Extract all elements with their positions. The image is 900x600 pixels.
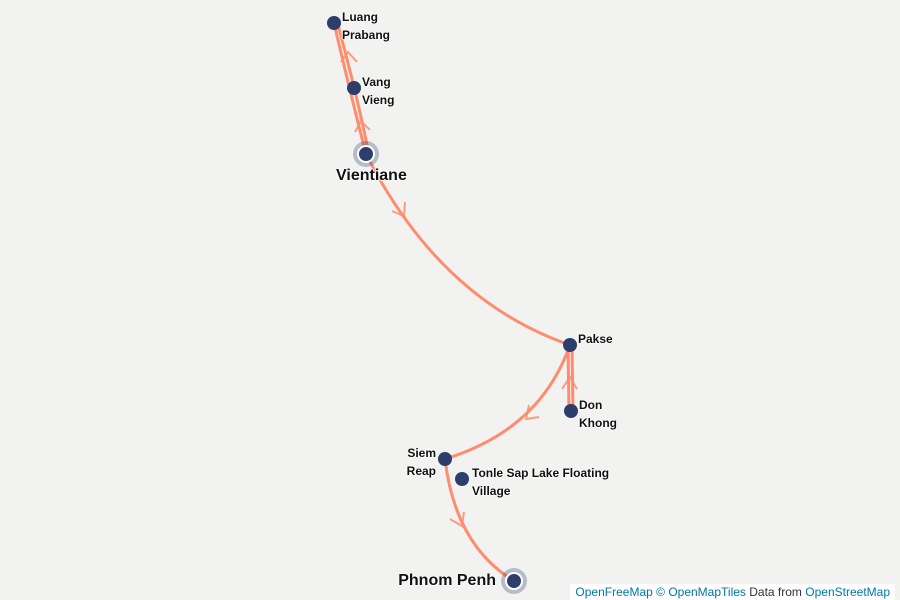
label-line: Reap xyxy=(406,464,436,478)
marker-pakse xyxy=(563,338,577,352)
marker-siem-reap xyxy=(438,452,452,466)
markers[interactable] xyxy=(327,16,578,594)
route-pakse-donkhong-b xyxy=(570,343,575,413)
label-phnom-penh: Phnom Penh xyxy=(398,572,496,589)
label-pakse: Pakse xyxy=(578,332,613,346)
arrow-icon xyxy=(449,511,465,528)
marker-don-khong xyxy=(564,404,578,418)
arrow-icon xyxy=(524,404,540,421)
marker-phnom-penh xyxy=(505,572,523,590)
label-line: Luang xyxy=(342,10,378,24)
route-siemreap-phnompenh xyxy=(443,457,516,583)
label-line: Prabang xyxy=(342,28,391,42)
label-line: Village xyxy=(472,484,511,498)
openmaptiles-link[interactable]: © OpenMapTiles xyxy=(656,585,746,599)
label-line: Vang xyxy=(362,75,391,89)
openstreetmap-link[interactable]: OpenStreetMap xyxy=(805,585,890,599)
label-line: Siem xyxy=(407,446,436,460)
openfreemap-link[interactable]: OpenFreeMap xyxy=(575,585,653,599)
marker-tonle-sap xyxy=(455,472,469,486)
arrow-icon xyxy=(340,50,358,63)
marker-luang-prabang xyxy=(327,16,341,30)
route-lines xyxy=(332,21,575,583)
label-line: Vieng xyxy=(362,93,395,107)
route-vientiane-pakse xyxy=(364,152,572,347)
label-vientiane: Vientiane xyxy=(336,167,407,184)
arrow-icon xyxy=(354,119,371,133)
marker-vang-vieng xyxy=(347,81,361,95)
route-arrows xyxy=(340,50,578,528)
route-pakse-siemreap xyxy=(443,343,572,461)
marker-vientiane xyxy=(357,145,375,163)
label-line: Khong xyxy=(579,416,617,430)
arrow-icon xyxy=(561,375,578,390)
label-line: Don xyxy=(579,398,603,412)
map-attribution: OpenFreeMap © OpenMapTiles Data from Ope… xyxy=(570,584,895,600)
label-line: Tonle Sap Lake Floating xyxy=(472,466,610,480)
data-from-text: Data from xyxy=(749,585,802,599)
arrow-icon xyxy=(391,201,406,218)
